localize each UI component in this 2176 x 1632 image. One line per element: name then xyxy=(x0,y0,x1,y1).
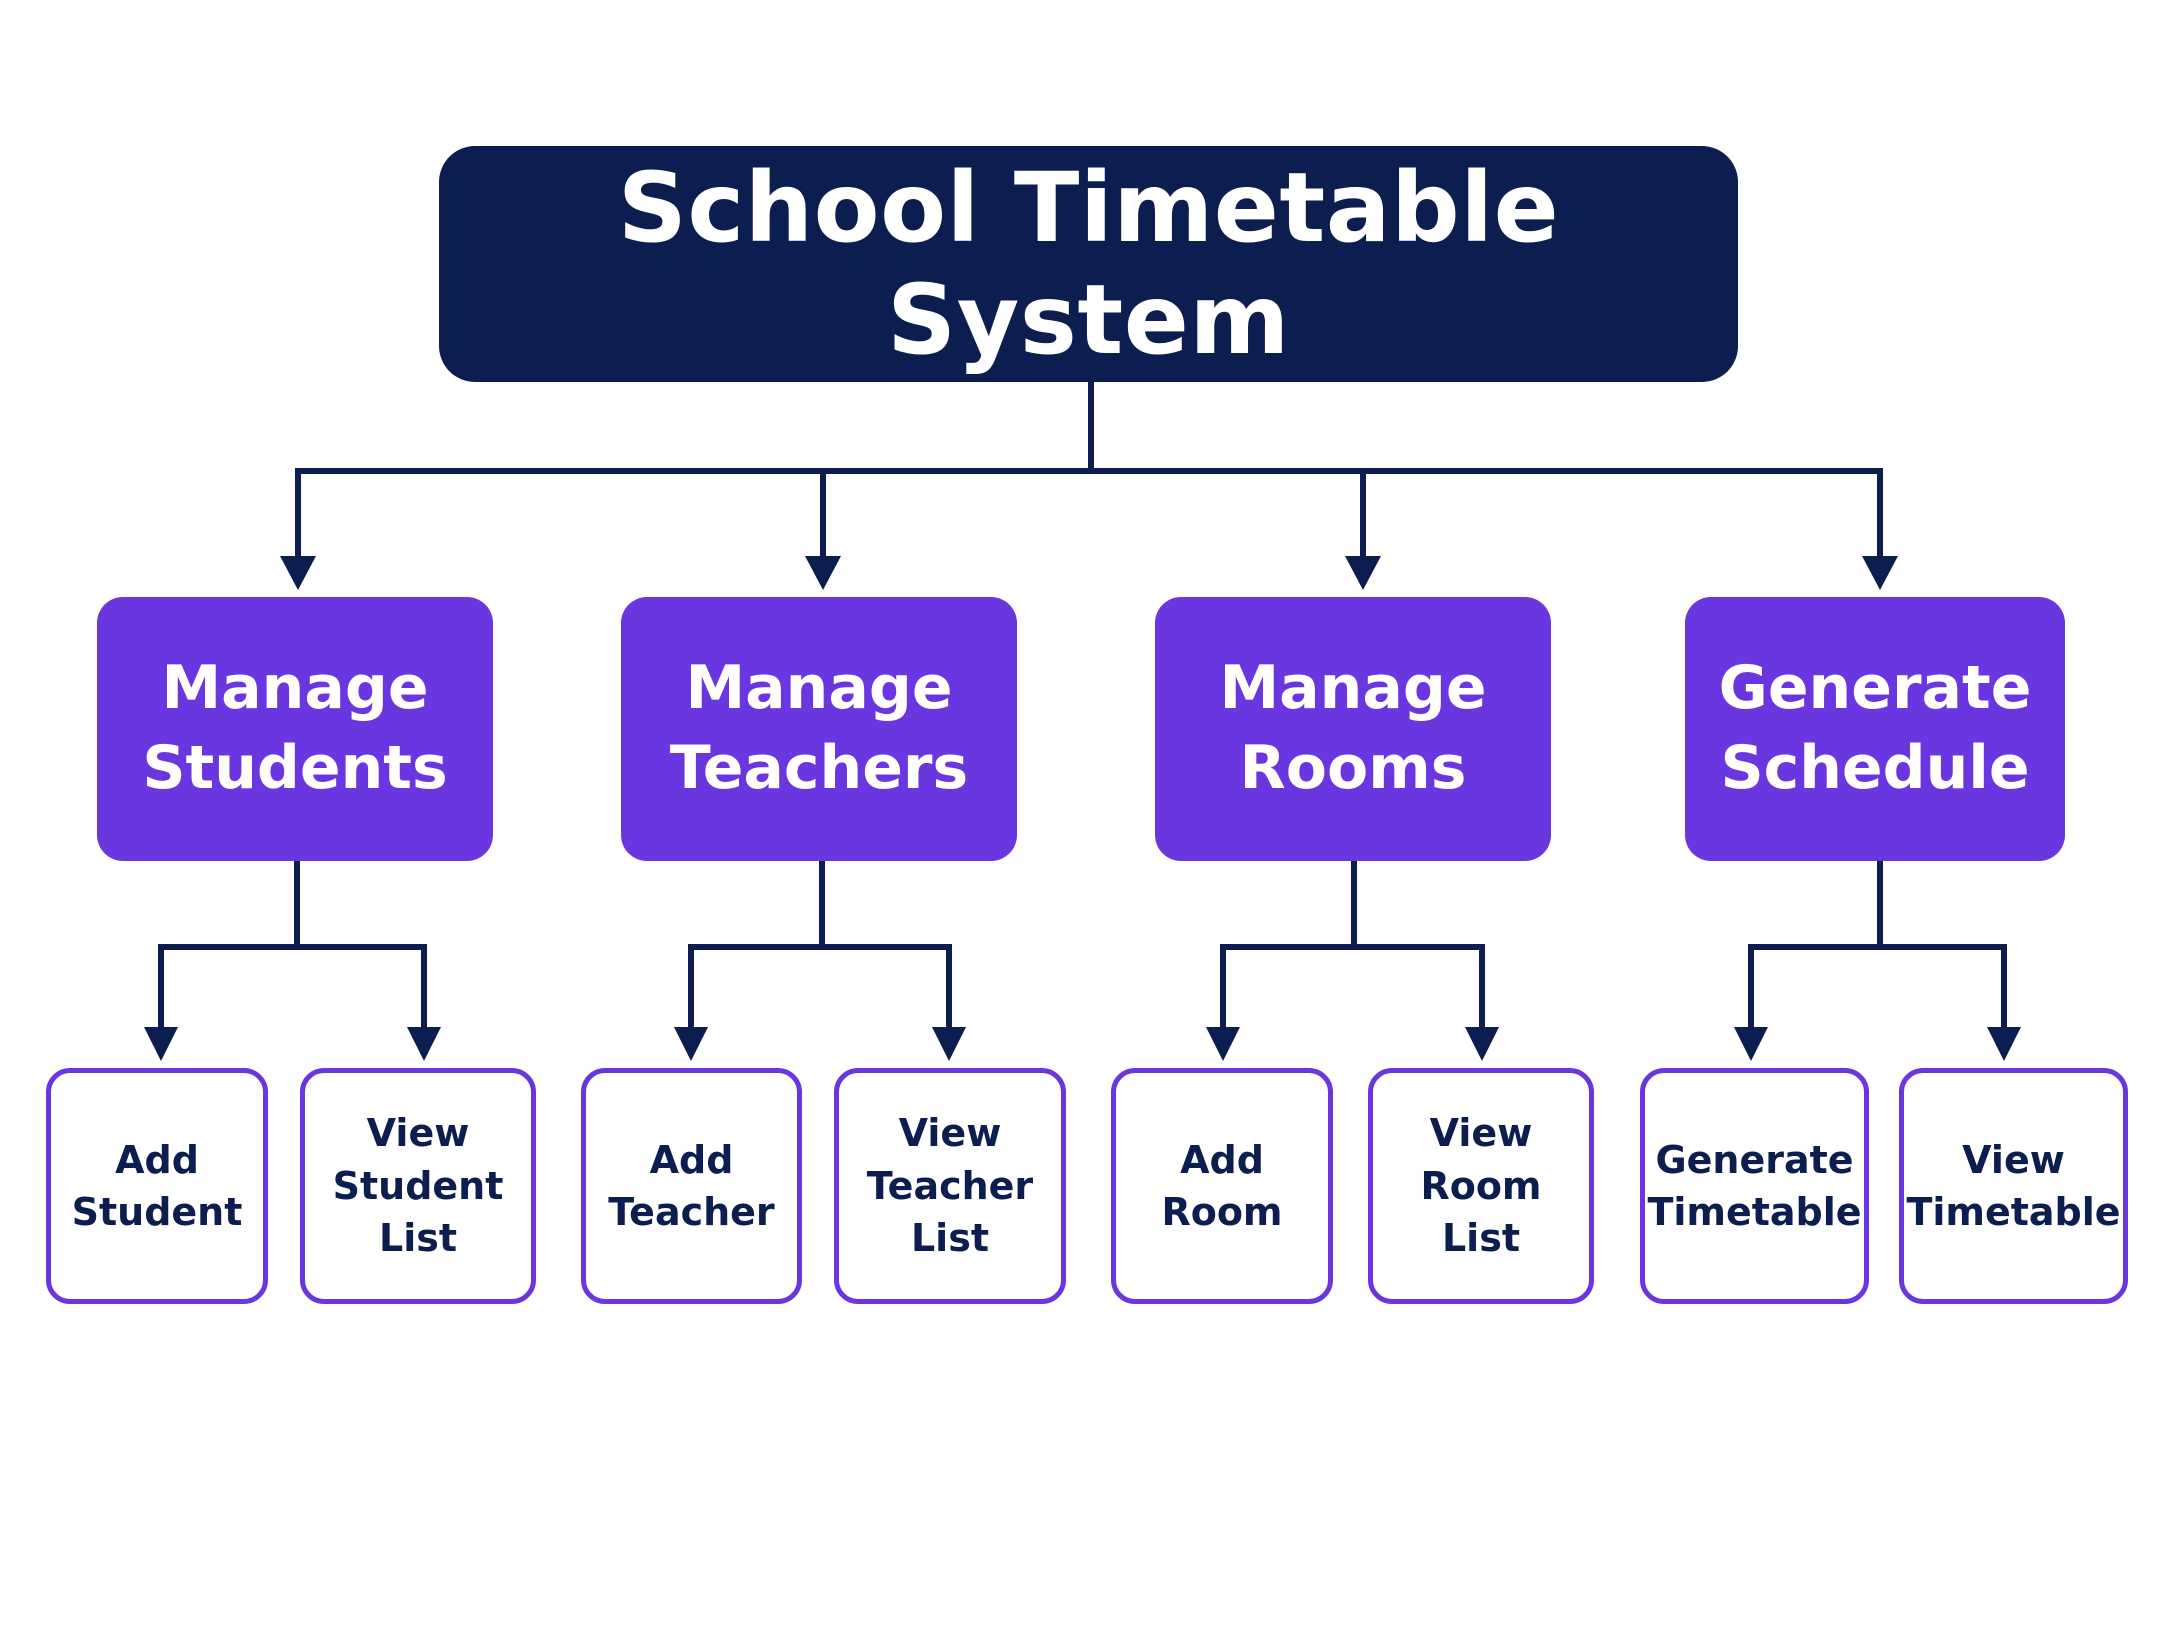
leaf-view-timetable: View Timetable xyxy=(1899,1068,2128,1304)
arrowhead-view-student-list xyxy=(407,1027,441,1061)
leaf-add-student: Add Student xyxy=(46,1068,268,1304)
arrowhead-generate-timetable xyxy=(1734,1027,1768,1061)
leaf-view-room-list: View Room List xyxy=(1368,1068,1594,1304)
arrowhead-view-teacher-list xyxy=(932,1027,966,1061)
arrowhead-manage-students xyxy=(280,556,316,590)
arrowhead-manage-rooms xyxy=(1345,556,1381,590)
leaf-label: Add Teacher xyxy=(608,1137,775,1234)
leaf-view-student-list: View Student List xyxy=(300,1068,536,1304)
leaf-view-teacher-list: View Teacher List xyxy=(834,1068,1066,1304)
arrowhead-manage-teachers xyxy=(805,556,841,590)
category-label: Generate Schedule xyxy=(1718,653,2032,803)
category-label: Manage Teachers xyxy=(669,653,969,803)
arrowhead-add-student xyxy=(144,1027,178,1061)
root-label: School Timetable System xyxy=(617,152,1560,376)
category-manage-students: Manage Students xyxy=(97,597,493,861)
category-manage-teachers: Manage Teachers xyxy=(621,597,1017,861)
leaf-label: View Teacher List xyxy=(866,1111,1034,1261)
leaf-label: View Room List xyxy=(1420,1111,1542,1261)
leaf-label: Add Student xyxy=(71,1137,243,1234)
leaf-label: View Timetable xyxy=(1906,1137,2121,1234)
category-manage-rooms: Manage Rooms xyxy=(1155,597,1551,861)
leaf-add-room: Add Room xyxy=(1111,1068,1333,1304)
category-generate-schedule: Generate Schedule xyxy=(1685,597,2065,861)
arrowhead-view-room-list xyxy=(1465,1027,1499,1061)
arrowhead-view-timetable xyxy=(1987,1027,2021,1061)
leaf-generate-timetable: Generate Timetable xyxy=(1640,1068,1869,1304)
leaf-label: View Student List xyxy=(332,1111,504,1261)
leaf-label: Add Room xyxy=(1161,1137,1283,1234)
category-label: Manage Students xyxy=(142,653,448,803)
arrowhead-add-room xyxy=(1206,1027,1240,1061)
category-label: Manage Rooms xyxy=(1219,653,1487,803)
root-node: School Timetable System xyxy=(439,146,1738,382)
leaf-label: Generate Timetable xyxy=(1647,1137,1862,1234)
arrowhead-add-teacher xyxy=(674,1027,708,1061)
arrowhead-generate-schedule xyxy=(1862,556,1898,590)
leaf-add-teacher: Add Teacher xyxy=(581,1068,802,1304)
